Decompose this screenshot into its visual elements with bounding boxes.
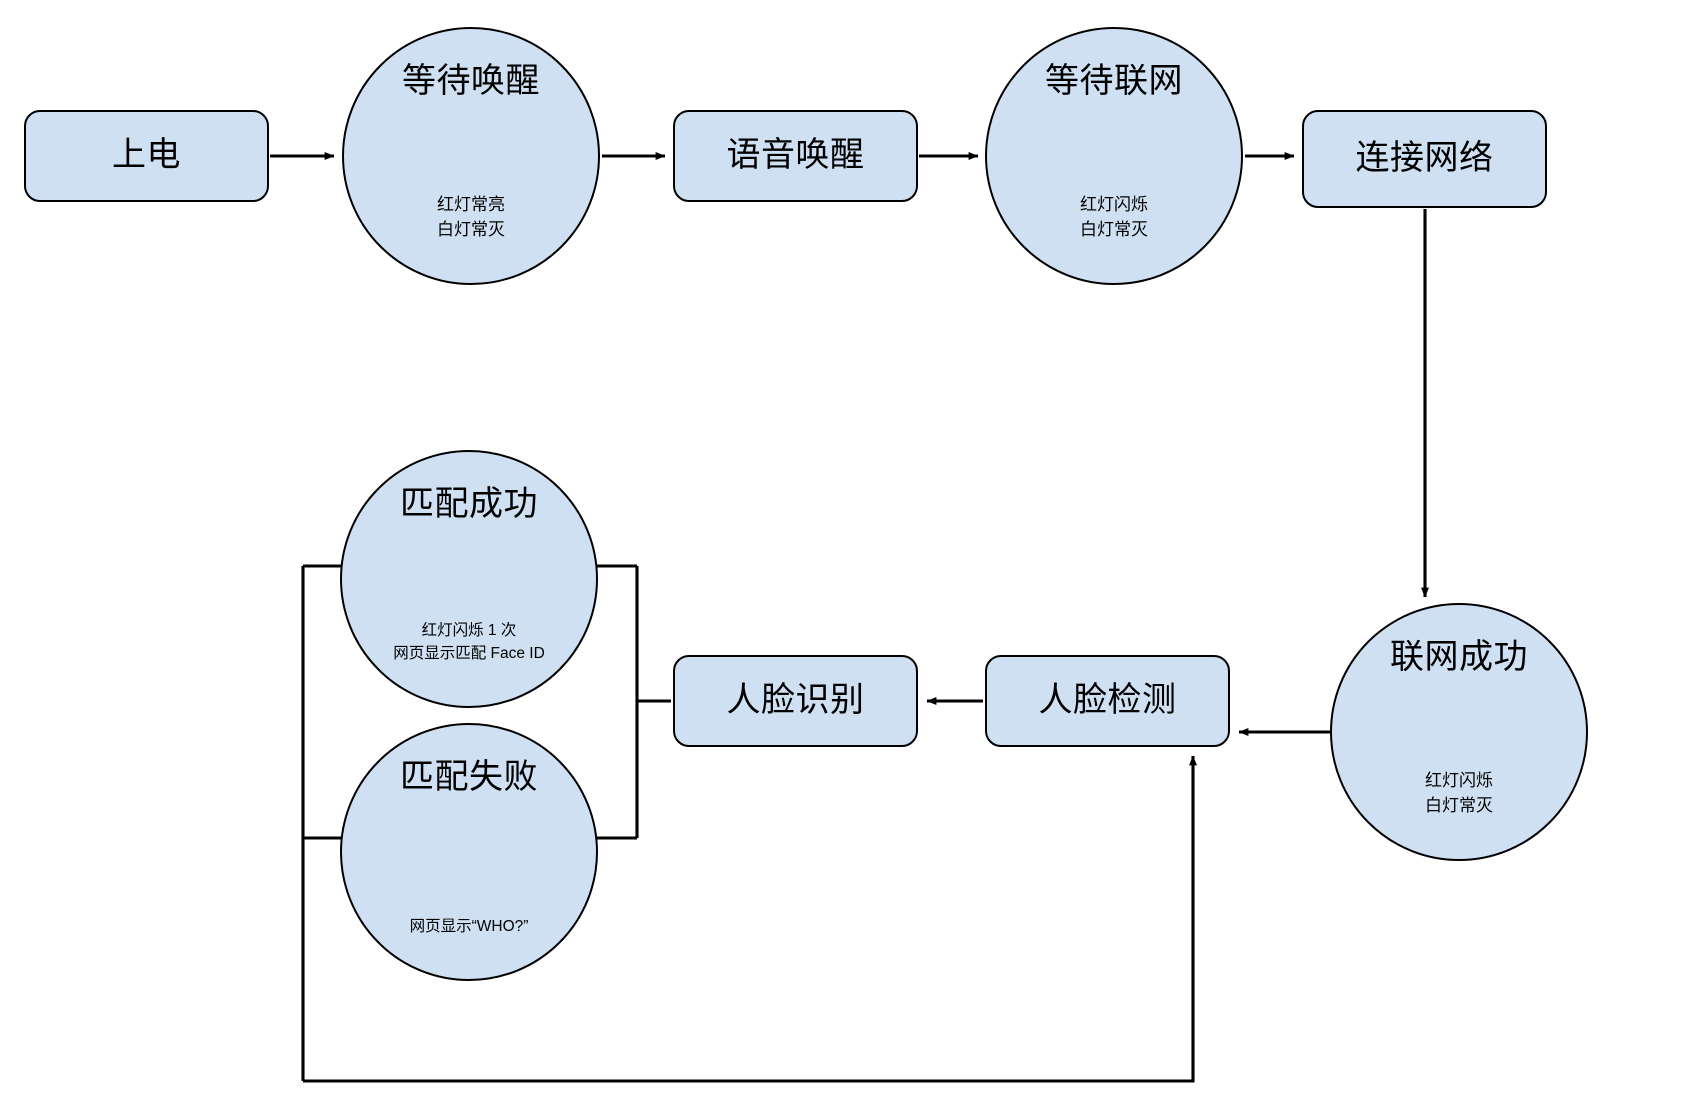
- node-face-recognize-title: 人脸识别: [726, 681, 865, 720]
- node-face-detect-title: 人脸检测: [1038, 681, 1177, 720]
- node-match-success-sub: 红灯闪烁 1 次 网页显示匹配 Face ID: [393, 622, 545, 662]
- node-wait-wakeup-sub: 红灯常亮 白灯常灭: [437, 195, 505, 239]
- node-wait-wakeup[interactable]: 等待唤醒 红灯常亮 白灯常灭: [342, 27, 600, 285]
- node-wait-network[interactable]: 等待联网 红灯闪烁 白灯常灭: [985, 27, 1243, 285]
- node-match-success-title: 匹配成功: [400, 485, 538, 524]
- node-network-success[interactable]: 联网成功 红灯闪烁 白灯常灭: [1330, 603, 1588, 861]
- node-network-success-title: 联网成功: [1390, 638, 1528, 677]
- node-match-fail[interactable]: 匹配失败 网页显示“WHO?”: [340, 723, 598, 981]
- node-connect-network-title: 连接网络: [1355, 139, 1494, 178]
- node-wait-network-sub: 红灯闪烁 白灯常灭: [1080, 195, 1148, 239]
- node-wait-wakeup-title: 等待唤醒: [402, 62, 540, 101]
- node-connect-network[interactable]: 连接网络: [1302, 110, 1547, 208]
- node-voice-wakeup[interactable]: 语音唤醒: [673, 110, 918, 202]
- node-wait-network-title: 等待联网: [1045, 62, 1183, 101]
- node-voice-wakeup-title: 语音唤醒: [726, 136, 865, 175]
- node-match-fail-sub: 网页显示“WHO?”: [409, 917, 529, 935]
- node-match-fail-title: 匹配失败: [400, 758, 538, 797]
- node-power-on-title: 上电: [112, 136, 181, 175]
- node-match-success[interactable]: 匹配成功 红灯闪烁 1 次 网页显示匹配 Face ID: [340, 450, 598, 708]
- node-power-on[interactable]: 上电: [24, 110, 269, 202]
- node-face-detect[interactable]: 人脸检测: [985, 655, 1230, 747]
- node-face-recognize[interactable]: 人脸识别: [673, 655, 918, 747]
- node-network-success-sub: 红灯闪烁 白灯常灭: [1425, 771, 1493, 815]
